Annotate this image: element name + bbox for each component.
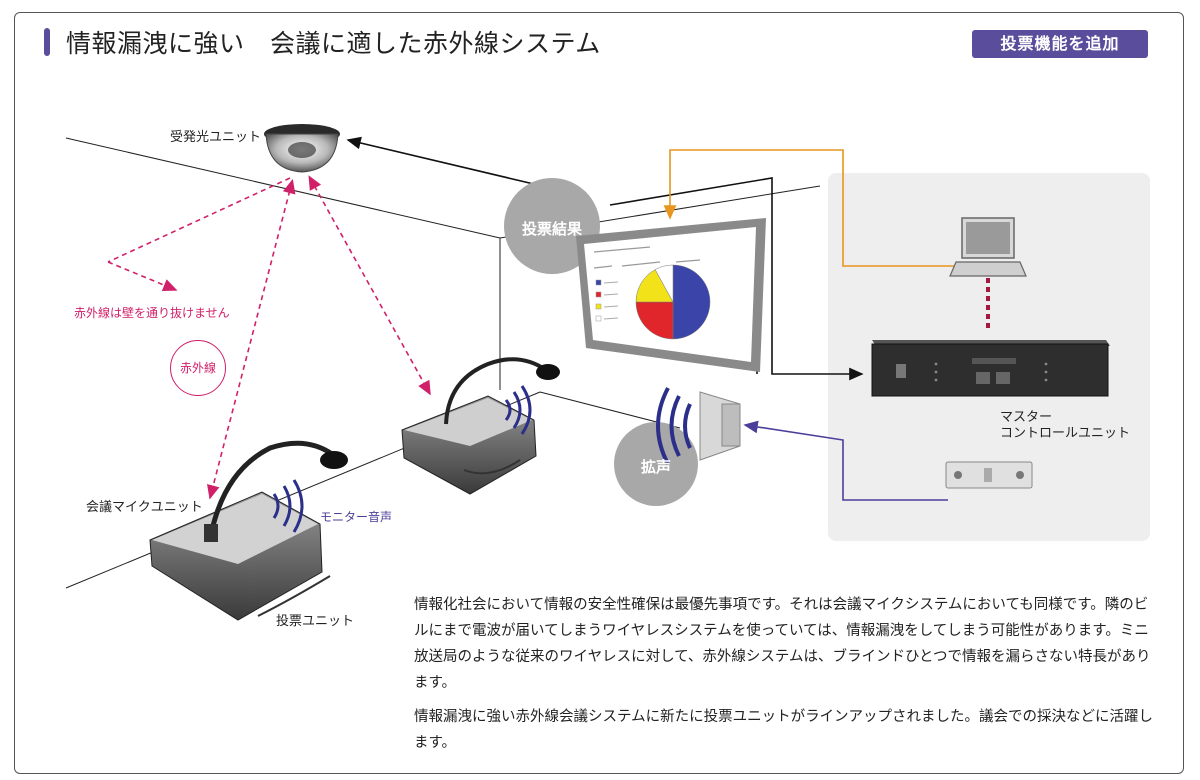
feature-badge: 投票機能を追加 (972, 30, 1148, 58)
pie-slice (672, 264, 711, 340)
master-control-label-line2: コントロールユニット (1000, 426, 1131, 441)
ir-label-circle: 赤外線 (170, 340, 226, 396)
page-title: 情報漏洩に強い 会議に適した赤外線システム (66, 29, 601, 58)
description-text: 情報化社会において情報の安全性確保は最優先事項です。それは会議マイクシステムにお… (414, 592, 1154, 764)
pie-slice (635, 301, 674, 340)
legend-text-line (603, 305, 619, 308)
sound-wave-icon (656, 387, 692, 465)
master-control-label-line1: マスター (1000, 410, 1053, 425)
legend-text-line (603, 293, 619, 296)
vote-results-bubble (504, 178, 600, 274)
conference-mic-unit-label: 会議マイクユニット (86, 500, 203, 515)
sound-wave-back-icon (504, 385, 532, 435)
conference-mic-unit-front-icon (149, 440, 348, 621)
receiver-unit-label: 受発光ユニット (170, 130, 262, 145)
cable-to-speaker (743, 420, 948, 501)
screen-legend (595, 279, 619, 322)
title-accent-bar (44, 28, 50, 56)
projection-screen (576, 218, 766, 372)
loudspeaker-icon (699, 391, 741, 461)
laptop-icon (949, 217, 1027, 277)
cable-receiver-to-master (609, 177, 864, 381)
ir-wall-note: 赤外線は壁を通り抜けません (74, 306, 230, 320)
legend-swatch (595, 303, 602, 310)
screen-pie-chart (635, 264, 711, 340)
description-paragraph-2: 情報漏洩に強い赤外線会議システムに新たに投票ユニットがラインアップされました。議… (414, 709, 1154, 751)
monitor-audio-label: モニター音声 (320, 510, 393, 524)
cable-pc-to-screen (663, 149, 957, 267)
conference-mic-unit-back-icon (401, 357, 560, 495)
cable-master-to-receiver (346, 136, 539, 186)
infrared-paths (107, 175, 431, 500)
legend-swatch (595, 291, 602, 298)
pie-slice (654, 264, 674, 303)
legend-text-line (603, 317, 619, 320)
screen-text-lines (593, 246, 701, 269)
description-paragraph-1: 情報化社会において情報の安全性確保は最優先事項です。それは会議マイクシステムにお… (414, 597, 1151, 691)
page-frame (14, 12, 1184, 774)
receiver-unit-icon (264, 124, 340, 173)
vote-results-label: 投票結果 (521, 220, 582, 238)
sound-wave-front-icon (272, 479, 304, 533)
loudspeaker-label: 拡声 (640, 458, 671, 476)
legend-text-line (603, 281, 619, 284)
master-control-unit-icon (871, 340, 1110, 397)
voting-unit-label: 投票ユニット (276, 614, 355, 629)
interface-unit-icon (945, 461, 1033, 489)
legend-swatch (595, 315, 602, 322)
loudspeaker-bubble (614, 422, 698, 506)
legend-swatch (595, 279, 602, 286)
